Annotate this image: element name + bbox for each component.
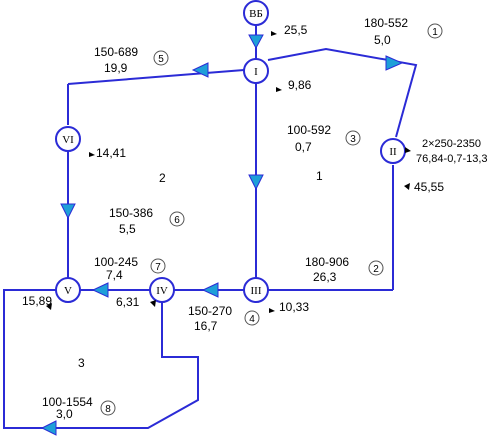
pressure-iv: 6,31 (116, 295, 140, 309)
pipe-1-number: 1 (432, 27, 438, 38)
pipe-8-flow: 3,0 (56, 407, 73, 421)
pipe-7-spec: 100-245 (94, 255, 138, 269)
pipe-1-spec: 180-552 (364, 16, 408, 30)
pipe-2-number-circle (368, 260, 384, 276)
pipe-3-number-circle (345, 130, 361, 146)
pipe-5-spec: 150-689 (94, 45, 138, 59)
pipe-8-spec: 100-1554 (42, 395, 93, 409)
pipe-6-spec: 150-386 (109, 206, 153, 220)
node-vb-circle (243, 0, 269, 26)
ring-2-label: 2 (159, 171, 166, 185)
pressure-vb: 25,5 (284, 23, 308, 37)
main-pipe-spec: 2×250-2350 (422, 138, 481, 150)
pressure-pointer-vi (89, 152, 95, 157)
pipe-4-number: 4 (249, 314, 255, 325)
pressure-pointer-iii (269, 308, 275, 313)
node-iv-label: IV (156, 285, 168, 297)
pressure-pointer-i (276, 87, 282, 92)
arrow-pipe-4 (201, 282, 219, 298)
pressure-v: 15,89 (22, 294, 52, 308)
arrow-vb-i (248, 34, 264, 50)
arrow-pipe-6 (60, 203, 76, 220)
node-vi-label: VI (62, 134, 74, 146)
pipe-7-number-circle (150, 258, 166, 274)
arrow-pipe-1 (385, 55, 404, 71)
node-iii-label: III (251, 285, 262, 297)
arrow-pipe-7 (91, 282, 109, 298)
pipe-6-number-circle (169, 211, 185, 227)
pipe-7-number: 7 (155, 262, 161, 273)
pipe-3-flow: 0,7 (295, 140, 312, 154)
node-vb-label: ВБ (249, 8, 263, 20)
pipe-5-number: 5 (158, 54, 164, 65)
pressure-pointer-ii-b (404, 183, 410, 190)
pipe-4-flow: 16,7 (194, 319, 218, 333)
pressure-pointer-iv (150, 300, 156, 307)
node-i-label: I (254, 66, 258, 78)
pipe-5-line (67, 69, 245, 85)
pipe-2-spec: 180-906 (305, 255, 349, 269)
ring-3-label: 3 (78, 356, 85, 370)
node-v-circle (55, 277, 81, 303)
pipe-2-flow: 26,3 (313, 270, 337, 284)
node-v-label: V (64, 285, 72, 297)
node-iii-circle (243, 277, 269, 303)
pressure-pointer-vb (271, 31, 277, 36)
pressure-pointer-v (46, 303, 52, 310)
pressure-pointer-ii (405, 147, 411, 153)
pipe-1-line (267, 47, 418, 138)
ring-1-label: 1 (316, 169, 323, 183)
pipe-3-number: 3 (350, 134, 356, 145)
pressure-iii: 10,33 (279, 300, 309, 314)
pressure-vi: 14,41 (96, 146, 126, 160)
pipe-4-spec: 150-270 (188, 304, 232, 318)
pipe-3-spec: 100-592 (287, 123, 331, 137)
pipe-4-number-circle (244, 310, 260, 326)
node-i-circle (243, 58, 269, 84)
pipe-7-flow: 7,4 (106, 268, 123, 282)
pressure-ii: 45,55 (414, 180, 444, 194)
pipe-8-number: 8 (105, 404, 111, 415)
pipe-5-flow: 19,9 (104, 61, 128, 75)
pipe-2-number: 2 (373, 264, 379, 275)
pressure-i: 9,86 (288, 78, 312, 92)
arrow-pipe-8 (40, 420, 57, 436)
pipe-8-number-circle (100, 400, 116, 416)
node-iv-circle (149, 277, 175, 303)
pipe-5-number-circle (153, 50, 169, 66)
node-ii-label: II (389, 146, 397, 158)
pipe-6-number: 6 (174, 215, 180, 226)
main-pipe-flow: 76,84-0,7-13,3 (416, 153, 488, 165)
node-vi-circle (55, 126, 81, 152)
pipe-1-number-circle (427, 23, 443, 39)
pipe-1-flow: 5,0 (374, 33, 391, 47)
arrow-pipe-3 (248, 174, 264, 191)
arrow-pipe-5 (191, 62, 209, 78)
pipe-6-flow: 5,5 (119, 222, 136, 236)
pipe-8-line (3, 289, 199, 429)
